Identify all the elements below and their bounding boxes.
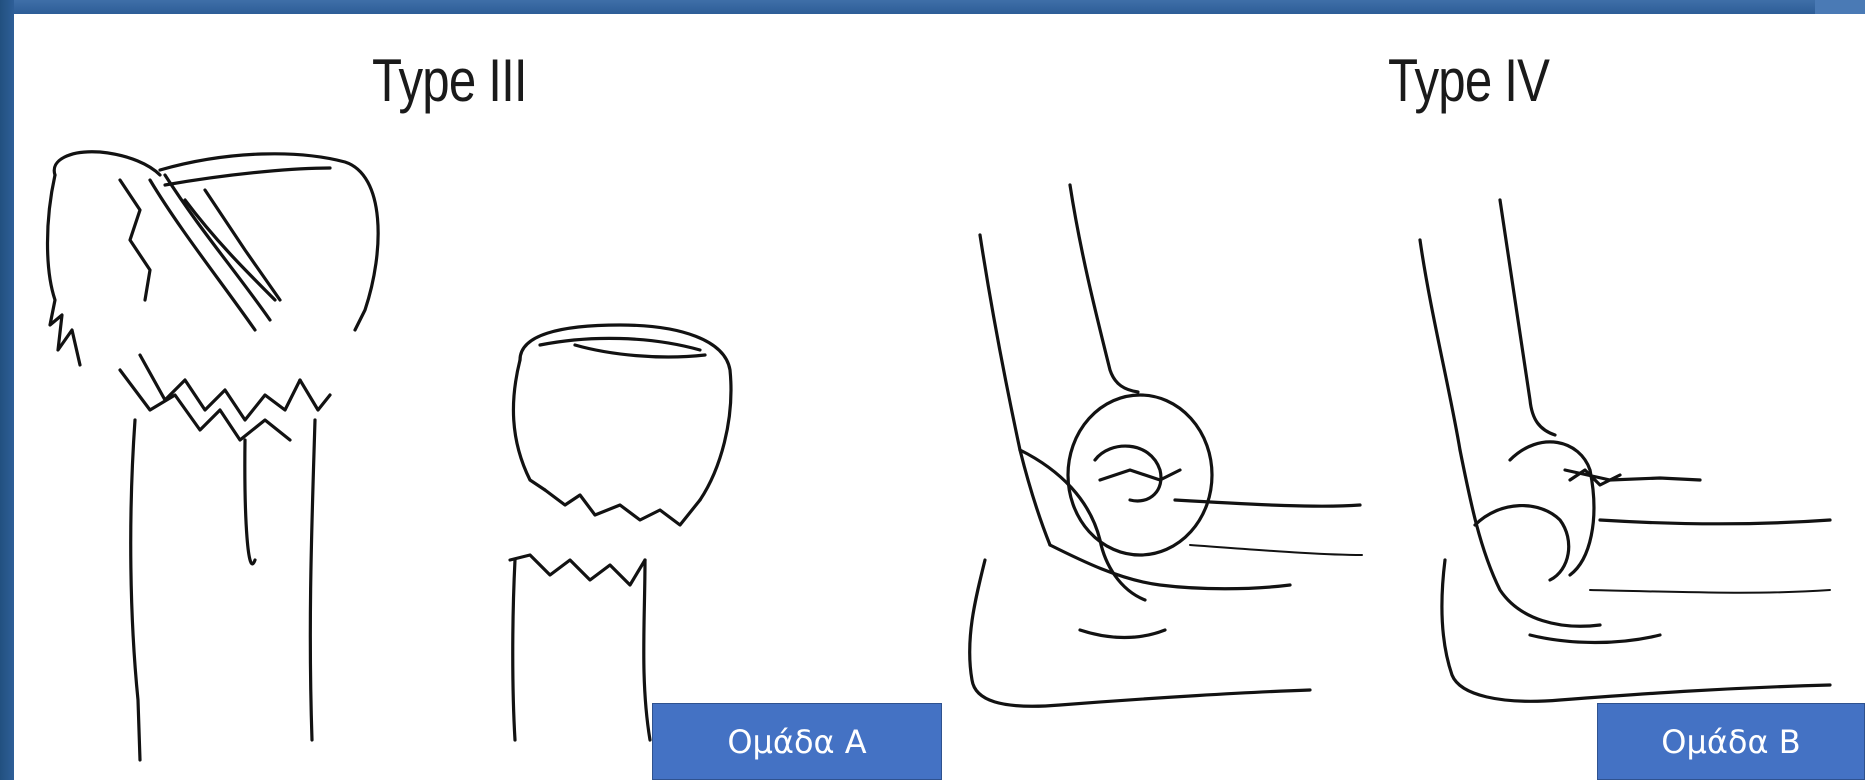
group-b-label: Ομάδα Β — [1597, 703, 1865, 780]
type-iii-separated-fragment-drawing — [510, 325, 731, 740]
type-iv-elbow-drawing-2 — [1420, 200, 1830, 701]
group-a-label: Ομάδα Α — [652, 703, 942, 780]
type-iii-fractured-bone-drawing — [48, 152, 379, 760]
type-iv-elbow-drawing-1 — [970, 185, 1362, 706]
